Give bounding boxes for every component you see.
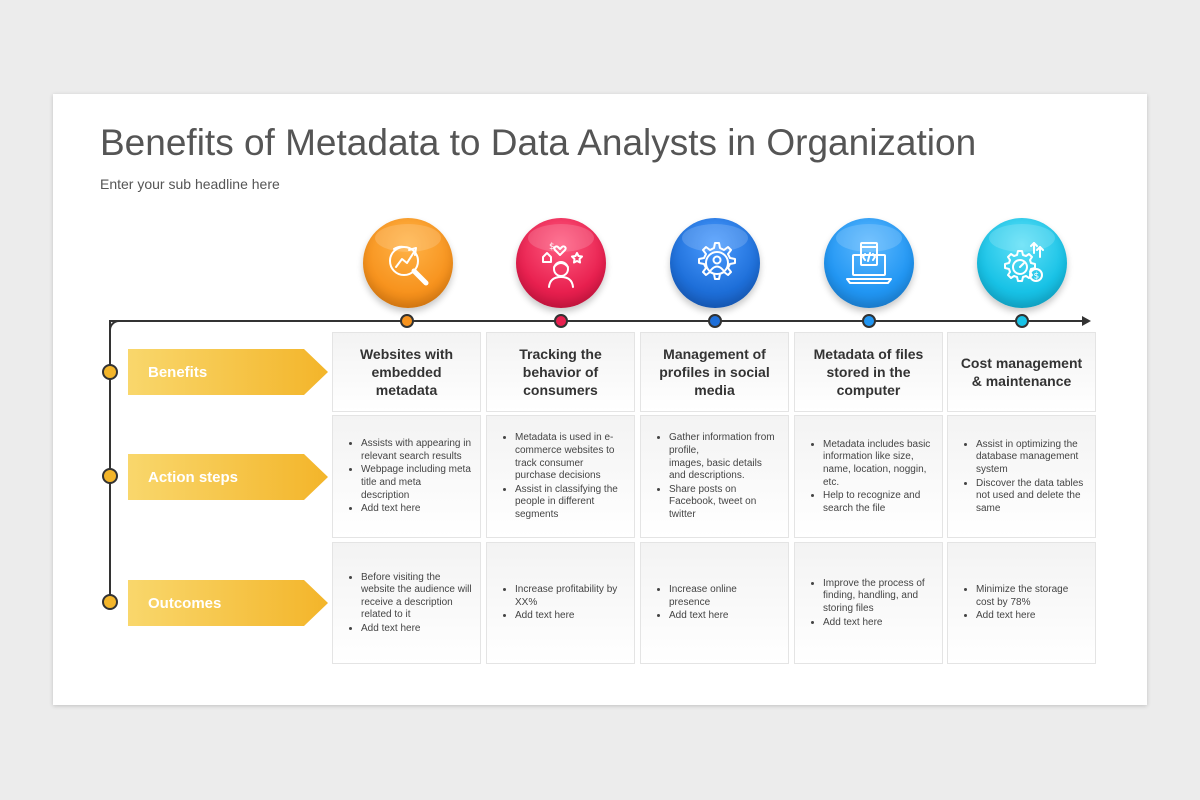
- timeline-arrow-icon: [1082, 316, 1091, 326]
- profile-gear-icon: [698, 242, 736, 280]
- row-dot-outcomes: [102, 594, 118, 610]
- column-4-outcomes[interactable]: Improve the process of finding, handling…: [794, 542, 943, 664]
- column-5-action-steps[interactable]: Assist in optimizing the database manage…: [947, 415, 1096, 538]
- list-item: Increase online presence: [669, 583, 780, 609]
- list-item: Minimize the storage cost by 78%: [976, 583, 1087, 609]
- timeline-dot-3: [708, 314, 722, 328]
- list-item: Assist in optimizing the database manage…: [976, 438, 1087, 477]
- column-3-icon-circle[interactable]: [670, 218, 760, 308]
- row-dot-benefits: [102, 364, 118, 380]
- list-item: Add text here: [669, 609, 780, 623]
- svg-text:$: $: [549, 242, 555, 252]
- column-2-action-steps[interactable]: Metadata is used in e-commerce websites …: [486, 415, 635, 538]
- column-4-action-steps[interactable]: Metadata includes basic information like…: [794, 415, 943, 538]
- list-item: Webpage including meta title and meta de…: [361, 463, 472, 502]
- column-2-header[interactable]: Tracking the behavior of consumers: [486, 332, 635, 412]
- column-3-header[interactable]: Management of profiles in social media: [640, 332, 789, 412]
- column-5-header[interactable]: Cost management & maintenance: [947, 332, 1096, 412]
- column-1-outcomes[interactable]: Before visiting the website the audience…: [332, 542, 481, 664]
- timeline-dot-4: [862, 314, 876, 328]
- timeline-corner: [109, 320, 123, 334]
- list-item: Share posts on Facebook, tweet on twitte…: [669, 483, 780, 522]
- list-item: Increase profitability by XX%: [515, 583, 626, 609]
- list-item: Help to recognize and search the file: [823, 489, 934, 515]
- timeline-dot-5: [1015, 314, 1029, 328]
- column-2-icon-circle[interactable]: $: [516, 218, 606, 308]
- timeline-vertical-line: [109, 320, 111, 603]
- list-item: Assist in classifying the people in diff…: [515, 483, 626, 522]
- analytics-magnifier-icon: [389, 245, 429, 286]
- list-item: images, basic details and descriptions.: [669, 457, 762, 482]
- slide-title[interactable]: Benefits of Metadata to Data Analysts in…: [100, 122, 977, 163]
- list-item: Discover the data tables not used and de…: [976, 477, 1087, 516]
- slide-subtitle[interactable]: Enter your sub headline here: [100, 176, 280, 192]
- list-item: Add text here: [361, 622, 472, 636]
- column-5-outcomes[interactable]: Minimize the storage cost by 78% Add tex…: [947, 542, 1096, 664]
- list-item: Add text here: [976, 609, 1087, 623]
- list-item: Metadata is used in e-commerce websites …: [515, 431, 626, 482]
- column-4-header[interactable]: Metadata of files stored in the computer: [794, 332, 943, 412]
- list-item: Add text here: [361, 502, 472, 516]
- column-1-icon-circle[interactable]: [363, 218, 453, 308]
- consumer-behavior-icon: $: [542, 242, 583, 288]
- list-item: Assists with appearing in relevant searc…: [361, 437, 472, 463]
- row-label-benefits[interactable]: Benefits: [128, 349, 328, 395]
- row-dot-action-steps: [102, 468, 118, 484]
- column-5-icon-circle[interactable]: $: [977, 218, 1067, 308]
- row-label-action-steps[interactable]: Action steps: [128, 454, 328, 500]
- cost-gear-icon: $: [1004, 242, 1044, 282]
- timeline-horizontal-line: [111, 320, 1085, 322]
- row-label-outcomes[interactable]: Outcomes: [128, 580, 328, 626]
- list-item: Add text here: [515, 609, 626, 623]
- list-item: Metadata includes basic information like…: [823, 438, 934, 489]
- column-3-action-steps[interactable]: Gather information from profile, images,…: [640, 415, 789, 538]
- list-item: Improve the process of finding, handling…: [823, 577, 934, 616]
- list-item: Gather information from profile,: [669, 431, 780, 457]
- timeline-dot-1: [400, 314, 414, 328]
- timeline-dot-2: [554, 314, 568, 328]
- list-item: Before visiting the website the audience…: [361, 571, 472, 622]
- svg-text:$: $: [1034, 272, 1040, 282]
- column-2-outcomes[interactable]: Increase profitability by XX% Add text h…: [486, 542, 635, 664]
- laptop-code-icon: [846, 242, 892, 284]
- column-3-outcomes[interactable]: Increase online presence Add text here: [640, 542, 789, 664]
- list-item: Add text here: [823, 616, 934, 630]
- column-1-action-steps[interactable]: Assists with appearing in relevant searc…: [332, 415, 481, 538]
- column-1-header[interactable]: Websites with embedded metadata: [332, 332, 481, 412]
- column-4-icon-circle[interactable]: [824, 218, 914, 308]
